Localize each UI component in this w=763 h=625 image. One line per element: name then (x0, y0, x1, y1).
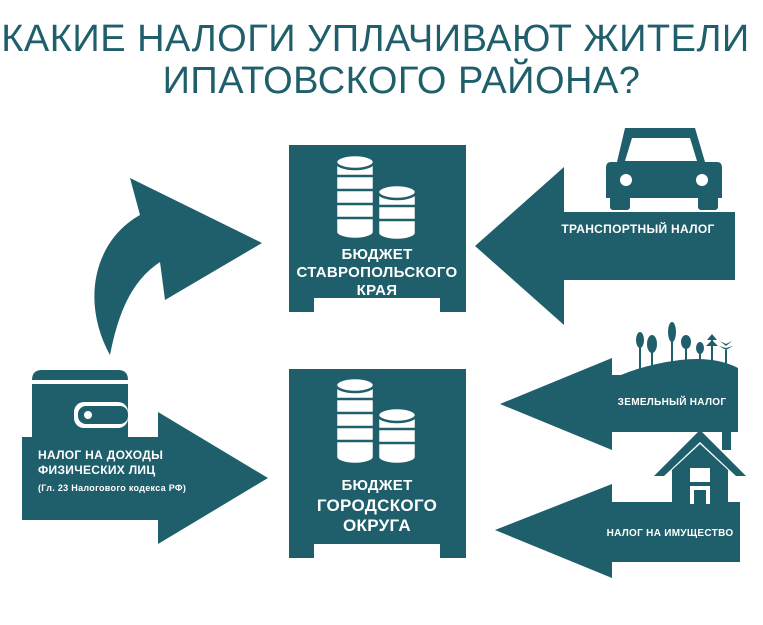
title-line-1: КАКИЕ НАЛОГИ УПЛАЧИВАЮТ ЖИТЕЛИ (1, 18, 750, 60)
budget-krai-label: БЮДЖЕТ СТАВРОПОЛЬСКОГО КРАЯ (287, 246, 467, 300)
wallet-icon (32, 370, 128, 437)
house-icon (654, 430, 746, 504)
budget-okrug-line-3: ОКРУГА (343, 516, 411, 535)
land-tax-label: ЗЕМЕЛЬНЫЙ НАЛОГ (617, 397, 727, 408)
income-tax-line-2: ФИЗИЧЕСКИХ ЛИЦ (38, 463, 156, 477)
title-line-2: ИПАТОВСКОГО РАЙОНА? (162, 60, 641, 102)
transport-tax-label: ТРАНСПОРТНЫЙ НАЛОГ (561, 222, 715, 236)
budget-okrug-box (289, 369, 466, 558)
coins-krai-icon (334, 153, 418, 242)
income-tax-arrow (22, 412, 268, 544)
budget-okrug-line-1: БЮДЖЕТ (341, 477, 413, 494)
budget-krai-line-2: СТАВРОПОЛЬСКОГО (296, 264, 458, 281)
property-tax-label: НАЛОГ НА ИМУЩЕСТВО (606, 528, 734, 539)
property-tax-arrow (495, 484, 740, 578)
page-title: КАКИЕ НАЛОГИ УПЛАЧИВАЮТ ЖИТЕЛИ ИПАТОВСКО… (0, 18, 763, 102)
car-icon (606, 128, 722, 210)
budget-krai-line-3: КРАЯ (356, 282, 398, 299)
land-trees-icon (610, 322, 738, 382)
budget-okrug-line-2: ГОРОДСКОГО (316, 496, 438, 515)
budget-krai-line-1: БЮДЖЕТ (341, 246, 413, 263)
curved-arrow-icon (94, 178, 262, 355)
coins-okrug-icon (334, 376, 418, 466)
income-tax-line-1: НАЛОГ НА ДОХОДЫ (38, 448, 164, 462)
budget-okrug-label: БЮДЖЕТ ГОРОДСКОГО ОКРУГА (287, 476, 467, 536)
transport-tax-arrow (475, 167, 735, 325)
income-tax-label: НАЛОГ НА ДОХОДЫ ФИЗИЧЕСКИХ ЛИЦ (Гл. 23 Н… (38, 448, 238, 495)
income-tax-note: (Гл. 23 Налогового кодекса РФ) (38, 483, 187, 493)
